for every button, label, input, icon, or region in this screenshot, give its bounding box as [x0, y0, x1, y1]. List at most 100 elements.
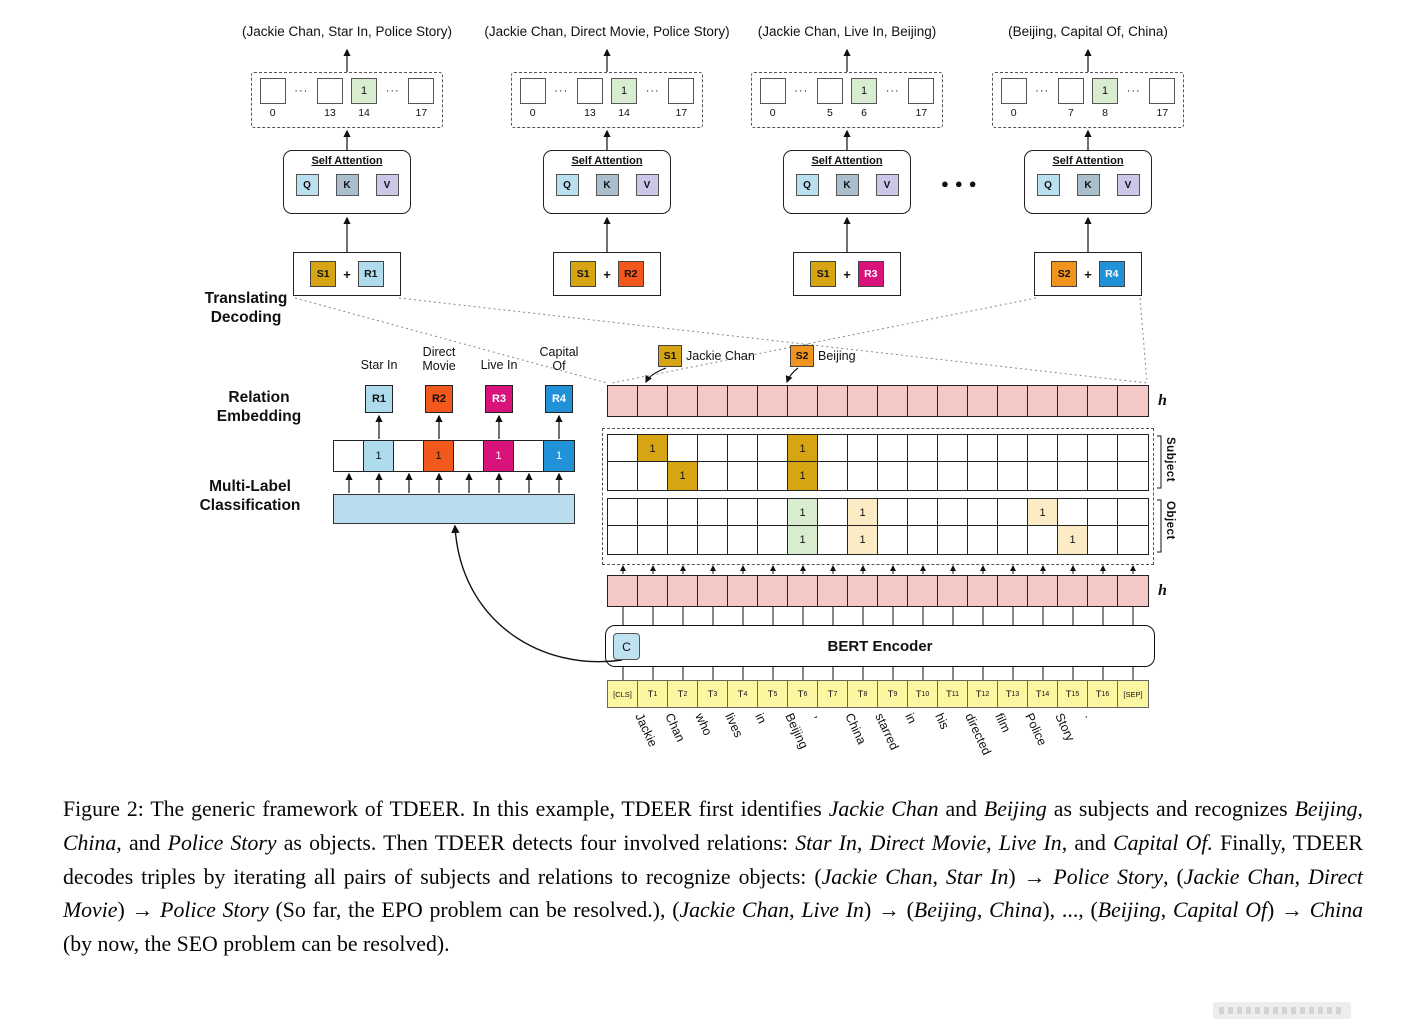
caption-text: ) →: [1008, 864, 1054, 889]
pointer-matrix-box: [602, 428, 1154, 565]
qkv-box-q: Q: [295, 174, 319, 196]
h-cell: [728, 386, 758, 416]
matrix-cell: [818, 526, 848, 554]
matrix-cell: [758, 499, 788, 527]
vector-slot: 13: [316, 78, 343, 119]
h-cell: [638, 386, 668, 416]
token-subscript: 8: [863, 690, 868, 698]
matrix-cell: [1028, 462, 1058, 490]
matrix-cell: [1088, 526, 1118, 554]
caption-italic-term: China: [63, 830, 117, 855]
matrix-cell: [878, 462, 908, 490]
vector-slot: ···: [385, 78, 401, 107]
qkv-box-k: K: [335, 174, 359, 196]
token-subscript: 12: [981, 690, 990, 698]
relation-name-label: Capital Of: [539, 345, 579, 373]
caption-text: ,: [856, 830, 870, 855]
h-cell: [968, 576, 998, 606]
matrix-cell: [818, 499, 848, 527]
matrix-cell: [758, 435, 788, 463]
matrix-cell: [878, 499, 908, 527]
relation-cell: 1: [364, 441, 394, 471]
vector-cell: [668, 78, 695, 104]
input-word: Chan: [662, 711, 688, 745]
matrix-cell: [1118, 526, 1148, 554]
matrix-cell: [608, 499, 638, 527]
matrix-cell: [728, 462, 758, 490]
matrix-cell: [938, 526, 968, 554]
qkv-box-v: V: [375, 174, 399, 196]
token-subscript: 15: [1071, 690, 1080, 698]
input-word: Police: [1022, 711, 1050, 748]
h-cell: [758, 386, 788, 416]
index-label: 0: [769, 107, 776, 119]
token-subscript: 2: [683, 690, 688, 698]
caption-text: ,: [932, 864, 946, 889]
vector-cell: [908, 78, 935, 104]
index-label: 5: [827, 107, 833, 119]
h-cell: [788, 386, 818, 416]
matrix-cell: [608, 462, 638, 490]
caption-italic-term: China: [1309, 898, 1363, 923]
matrix-cell: [668, 499, 698, 527]
input-word: film: [992, 711, 1014, 735]
hidden-row-top: [607, 385, 1149, 417]
h-cell: [998, 576, 1028, 606]
vector-slot: ···: [1126, 78, 1142, 107]
caption-italic-term: Beijing: [913, 898, 977, 923]
vector-cell: [1149, 78, 1176, 104]
relation-cell: [454, 441, 484, 471]
self-attention-title: Self Attention: [811, 155, 883, 167]
vector-cell: [816, 78, 843, 104]
vector-cell: [759, 78, 786, 104]
matrix-cell: [1118, 462, 1148, 490]
index-label: 14: [358, 107, 370, 119]
matrix-cell: 1: [1028, 499, 1058, 527]
index-label: 7: [1068, 107, 1074, 119]
matrix-cell: 1: [848, 526, 878, 554]
matrix-cell: [1028, 435, 1058, 463]
caption-text: Finally, TDEER decodes triples by iterat…: [63, 830, 1363, 889]
bert-encoder-label: BERT Encoder: [827, 637, 933, 655]
caption-text: ,: [976, 898, 990, 923]
ellipsis-cells: ···: [885, 85, 900, 97]
input-word: lives: [722, 711, 746, 740]
matrix-cell: [758, 462, 788, 490]
relation-tag: R1: [357, 261, 384, 287]
caption-italic-term: Jackie Chan: [828, 797, 939, 821]
h-cell: [878, 386, 908, 416]
vector-slot: ···: [293, 78, 309, 107]
ellipsis-cells: ···: [794, 85, 809, 97]
caption-text: Figure 2: The generic framework of TDEER…: [63, 797, 829, 821]
subject-tag: S1: [570, 261, 597, 287]
vector-cell: 1: [1092, 78, 1119, 104]
input-word: in: [902, 711, 920, 726]
input-word: who: [692, 711, 715, 738]
caption-text: ), ..., (: [1042, 898, 1098, 923]
matrix-cell: [728, 435, 758, 463]
index-label: 0: [529, 107, 536, 119]
vector-slot: 5: [816, 78, 843, 119]
vector-cell: [1000, 78, 1027, 104]
matrix-cell: [968, 435, 998, 463]
matrix-cell: [608, 435, 638, 463]
matrix-cell: [758, 526, 788, 554]
